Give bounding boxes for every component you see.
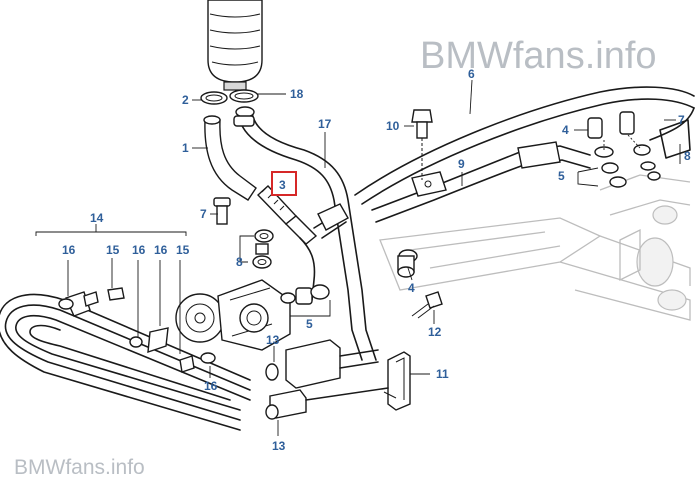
callout-16-c: 16 bbox=[154, 243, 168, 257]
callout-labels: 1 2 18 17 6 10 4 7 8 9 5 7 14 16 15 16 1… bbox=[62, 67, 691, 453]
callout-16-d: 16 bbox=[204, 379, 218, 393]
hose-clamps bbox=[200, 89, 259, 105]
callout-7-left: 7 bbox=[200, 207, 207, 221]
fittings-5-lower bbox=[280, 284, 330, 305]
right-fittings bbox=[587, 111, 691, 188]
callout-3-highlighted: 3 bbox=[279, 178, 286, 192]
watermark-bottom: BMWfans.info bbox=[14, 456, 145, 479]
bolt-10 bbox=[411, 109, 433, 180]
callout-17: 17 bbox=[318, 117, 332, 131]
callout-4-right: 4 bbox=[562, 123, 569, 137]
callout-8-left: 8 bbox=[236, 255, 243, 269]
callout-16-a: 16 bbox=[62, 243, 76, 257]
bolt-12 bbox=[411, 291, 443, 319]
callout-4-lower: 4 bbox=[408, 281, 415, 295]
suction-hose bbox=[203, 115, 257, 201]
callout-11: 11 bbox=[436, 367, 449, 381]
callout-14: 14 bbox=[90, 211, 104, 225]
callout-5-right: 5 bbox=[558, 169, 565, 183]
callout-12: 12 bbox=[428, 325, 442, 339]
bracket-11 bbox=[383, 351, 411, 411]
callout-7-right: 7 bbox=[678, 113, 685, 127]
steering-pump bbox=[175, 279, 291, 351]
callout-9: 9 bbox=[458, 157, 465, 171]
callout-1: 1 bbox=[182, 141, 189, 155]
line-9 bbox=[371, 141, 591, 223]
cooler-clamps bbox=[58, 287, 216, 373]
leader-lines bbox=[35, 79, 681, 436]
callout-15-b: 15 bbox=[176, 243, 190, 257]
callout-13-bottom: 13 bbox=[272, 439, 286, 453]
banjo-fitting-3 bbox=[256, 185, 349, 301]
pressure-line-17 bbox=[233, 106, 377, 361]
callout-16-b: 16 bbox=[132, 243, 146, 257]
washers-8 bbox=[252, 229, 274, 269]
highlight-box bbox=[271, 171, 297, 196]
bolt-7-left bbox=[213, 197, 231, 225]
callout-8-right: 8 bbox=[684, 149, 691, 163]
callout-18: 18 bbox=[290, 87, 304, 101]
cooler-loop bbox=[0, 293, 251, 431]
fittings-13 bbox=[265, 339, 389, 420]
return-line-6 bbox=[354, 86, 695, 205]
bolt-4-lower bbox=[397, 249, 418, 278]
callout-5-lower: 5 bbox=[306, 317, 313, 331]
reservoir bbox=[207, 0, 263, 91]
callout-6: 6 bbox=[468, 67, 475, 81]
callout-15-a: 15 bbox=[106, 243, 120, 257]
callout-13-top: 13 bbox=[266, 333, 280, 347]
callout-2: 2 bbox=[182, 93, 189, 107]
watermark-top: BMWfans.info bbox=[420, 35, 657, 77]
callout-10: 10 bbox=[386, 119, 400, 133]
